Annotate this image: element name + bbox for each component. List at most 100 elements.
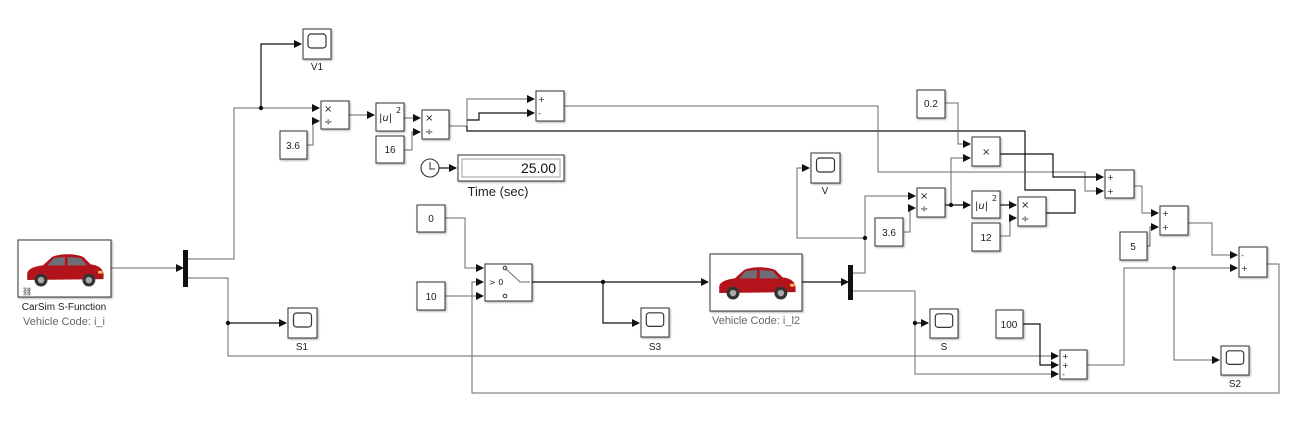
scope-label: S1 (296, 342, 309, 353)
signal-line[interactable] (466, 126, 1076, 214)
signal-line[interactable] (307, 117, 320, 146)
constant-block[interactable]: 10 (416, 281, 446, 311)
constant-block[interactable]: 16 (375, 135, 405, 164)
signal-line[interactable] (188, 104, 320, 260)
math-square-block[interactable]: |u|2 (375, 102, 405, 132)
branch-point (862, 235, 868, 241)
signal-line[interactable] (903, 204, 916, 233)
carsim-vehicle-block-2[interactable]: Vehicle Code: i_l2 (709, 253, 803, 327)
sum-block[interactable]: ++ (1104, 169, 1135, 199)
scope-s[interactable]: S (929, 308, 959, 353)
signal-line[interactable] (1000, 214, 1017, 237)
scope-label: V1 (311, 62, 324, 73)
divide-block[interactable]: ×÷ (1017, 196, 1047, 227)
plus-sign: + (1241, 264, 1248, 273)
signal-line[interactable] (1173, 268, 1220, 364)
signal-line[interactable] (404, 128, 421, 151)
plus-sign: + (1107, 187, 1114, 196)
multiply-sign: × (982, 147, 990, 158)
time-display-value: 25.00 (521, 160, 556, 176)
math-label: |u| (975, 201, 988, 212)
signal-line[interactable] (467, 109, 535, 121)
scope-label: S2 (1229, 379, 1242, 390)
minus-sign: - (538, 109, 541, 118)
plus-sign: + (1107, 173, 1114, 182)
signal-line[interactable] (449, 95, 535, 127)
signal-line[interactable] (853, 290, 1059, 378)
divide-block[interactable]: ×÷ (916, 187, 946, 218)
product-block[interactable]: × (971, 136, 1001, 167)
signal-line[interactable] (1188, 222, 1238, 259)
scope-v[interactable]: V (810, 152, 841, 197)
constant-value: 100 (1001, 320, 1018, 331)
plus-sign: + (1162, 223, 1169, 232)
link-icon: ⛓ (22, 287, 32, 296)
signal-line[interactable] (1000, 153, 1104, 181)
signal-line[interactable] (950, 154, 971, 205)
constant-block[interactable]: 0 (416, 204, 446, 233)
switch-block[interactable]: > 0 (484, 263, 533, 302)
divide-block[interactable]: ×÷ (320, 100, 350, 130)
math-exponent: 2 (992, 194, 997, 203)
scope-icon (292, 312, 313, 328)
sum-block[interactable]: ++- (1059, 349, 1088, 380)
time-display-label: Time (sec) (468, 184, 529, 199)
scope-s1[interactable]: S1 (287, 307, 318, 353)
scope-icon (934, 313, 954, 328)
signal-line[interactable] (1087, 264, 1238, 366)
constant-block[interactable]: 3.6 (279, 130, 308, 160)
constant-value: 0.2 (924, 99, 938, 110)
sum-block[interactable]: ++ (1159, 205, 1189, 236)
scope-label: V (822, 186, 829, 197)
multiply-sign: × (324, 104, 332, 115)
minus-sign: - (1062, 370, 1065, 379)
clock-block[interactable] (420, 158, 440, 178)
signal-line[interactable] (1134, 185, 1159, 217)
sum-block[interactable]: +- (535, 90, 565, 122)
plus-sign: + (1162, 209, 1169, 218)
constant-block[interactable]: 3.6 (874, 217, 904, 247)
signal-lines (111, 40, 1280, 394)
signal-line[interactable] (852, 192, 916, 274)
branch-point (225, 320, 231, 326)
vehicle-code-label: Vehicle Code: i_l2 (712, 315, 800, 327)
demux-block[interactable] (183, 250, 188, 287)
scope-v1[interactable]: V1 (302, 28, 332, 73)
divide-sign: ÷ (1021, 214, 1029, 225)
scope-label: S3 (649, 342, 662, 353)
plus-sign: + (538, 95, 545, 104)
scope-s2[interactable]: S2 (1220, 345, 1250, 390)
constant-block[interactable]: 12 (971, 222, 1001, 252)
signal-line[interactable] (945, 102, 971, 148)
signal-line[interactable] (471, 263, 1280, 394)
scope-s3[interactable]: S3 (640, 307, 670, 353)
branch-point (948, 202, 954, 208)
signal-line[interactable] (796, 164, 865, 239)
constant-block[interactable]: 100 (995, 309, 1024, 339)
divide-sign: ÷ (425, 127, 433, 138)
time-display-block[interactable]: 25.00 Time (sec) (457, 154, 565, 199)
math-square-block[interactable]: |u| 2 (971, 190, 1001, 219)
divide-block[interactable]: ×÷ (421, 109, 450, 140)
divide-sign: ÷ (920, 204, 928, 215)
signal-line[interactable] (602, 282, 640, 327)
sum-block[interactable]: -+ (1238, 246, 1268, 278)
constant-value: 0 (428, 214, 434, 225)
constant-value: 5 (1130, 242, 1136, 253)
block-title: CarSim S-Function (22, 302, 106, 313)
demux-block[interactable] (848, 265, 853, 300)
constant-block[interactable]: 0.2 (916, 89, 946, 119)
multiply-sign: × (1021, 200, 1029, 211)
constant-block[interactable]: 5 (1119, 231, 1148, 261)
switch-criteria: > 0 (489, 278, 503, 287)
branch-point (912, 320, 918, 326)
carsim-s-function-block[interactable]: ⛓ CarSim S-Function Vehicle Code: i_i (17, 239, 112, 328)
signal-line[interactable] (188, 277, 1059, 360)
signal-line[interactable] (260, 40, 302, 108)
signal-line[interactable] (564, 105, 1104, 195)
constant-value: 3.6 (882, 228, 896, 239)
signal-line[interactable] (1147, 223, 1159, 247)
signal-line[interactable] (445, 217, 484, 272)
signal-line[interactable] (1023, 323, 1059, 369)
